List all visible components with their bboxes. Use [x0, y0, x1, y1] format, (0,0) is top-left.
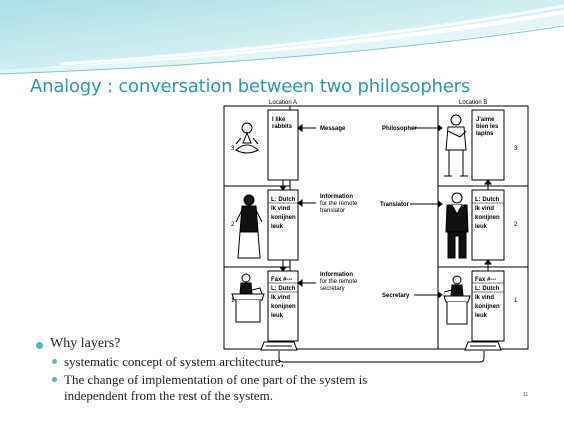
layer-number-2-left: 2 [231, 222, 235, 228]
meditating-philosopher-icon [235, 122, 259, 154]
middle-label-arrows [297, 124, 316, 287]
left-down-arrows [279, 180, 287, 272]
left-layer3-text: I like rabbits [272, 117, 293, 130]
layer-number-1-right: 1 [514, 298, 518, 304]
location-a-label: Location A [269, 100, 297, 106]
bullet-dot-icon [52, 377, 57, 382]
right-layer3-text: J'aime bien les lapins [476, 117, 500, 137]
bullet-dot-icon [52, 359, 57, 364]
right-layer1-text: Fax #--- L: Dutch Ik vind konijnen leuk [475, 277, 501, 319]
left-layer2-text: L: Dutch Ik vind konijnen leuk [271, 197, 297, 230]
info-translator-label: Information for the remote translator [320, 194, 359, 214]
right-up-arrows [484, 179, 492, 271]
physical-link-line [278, 351, 485, 363]
layer-number-1-left: 1 [231, 298, 235, 304]
man-translator-icon [445, 192, 469, 259]
secretary-at-desk-icon [231, 273, 265, 323]
header-banner [0, 0, 564, 75]
right-label-arrows [410, 124, 443, 299]
bullet-dot-icon [36, 342, 43, 349]
philosopher-label: Philosopher [382, 126, 417, 132]
fax-machine-icon [464, 341, 502, 351]
philosopher-man-icon [444, 114, 468, 177]
left-layer1-text: Fax #--- L: Dutch Ik vind konijnen leuk [271, 277, 297, 319]
location-b-label: Location B [459, 100, 487, 106]
page-number: 11 [523, 392, 529, 398]
left-layer2-box [267, 189, 299, 261]
right-layer3-box [471, 109, 505, 181]
layer-number-3-left: 3 [231, 146, 235, 152]
fax-machine-icon [260, 341, 298, 351]
right-layer1-box [471, 270, 505, 342]
slide-title: Analogy : conversation between two philo… [30, 76, 471, 97]
message-label: Message [320, 126, 346, 132]
secretary-at-desk-icon [443, 275, 471, 325]
right-layer2-text: L: Dutch Ik vind konijnen leuk [475, 197, 501, 230]
translator-label: Translator [380, 202, 410, 208]
info-secretary-label: Information for the remote secretary [320, 272, 359, 292]
woman-translator-icon [235, 194, 263, 259]
right-layer2-box [471, 189, 505, 261]
secretary-label: Secretary [382, 293, 410, 299]
layer-number-3-right: 3 [514, 146, 518, 152]
layer-number-2-right: 2 [514, 222, 518, 228]
left-layer1-box [267, 270, 299, 342]
